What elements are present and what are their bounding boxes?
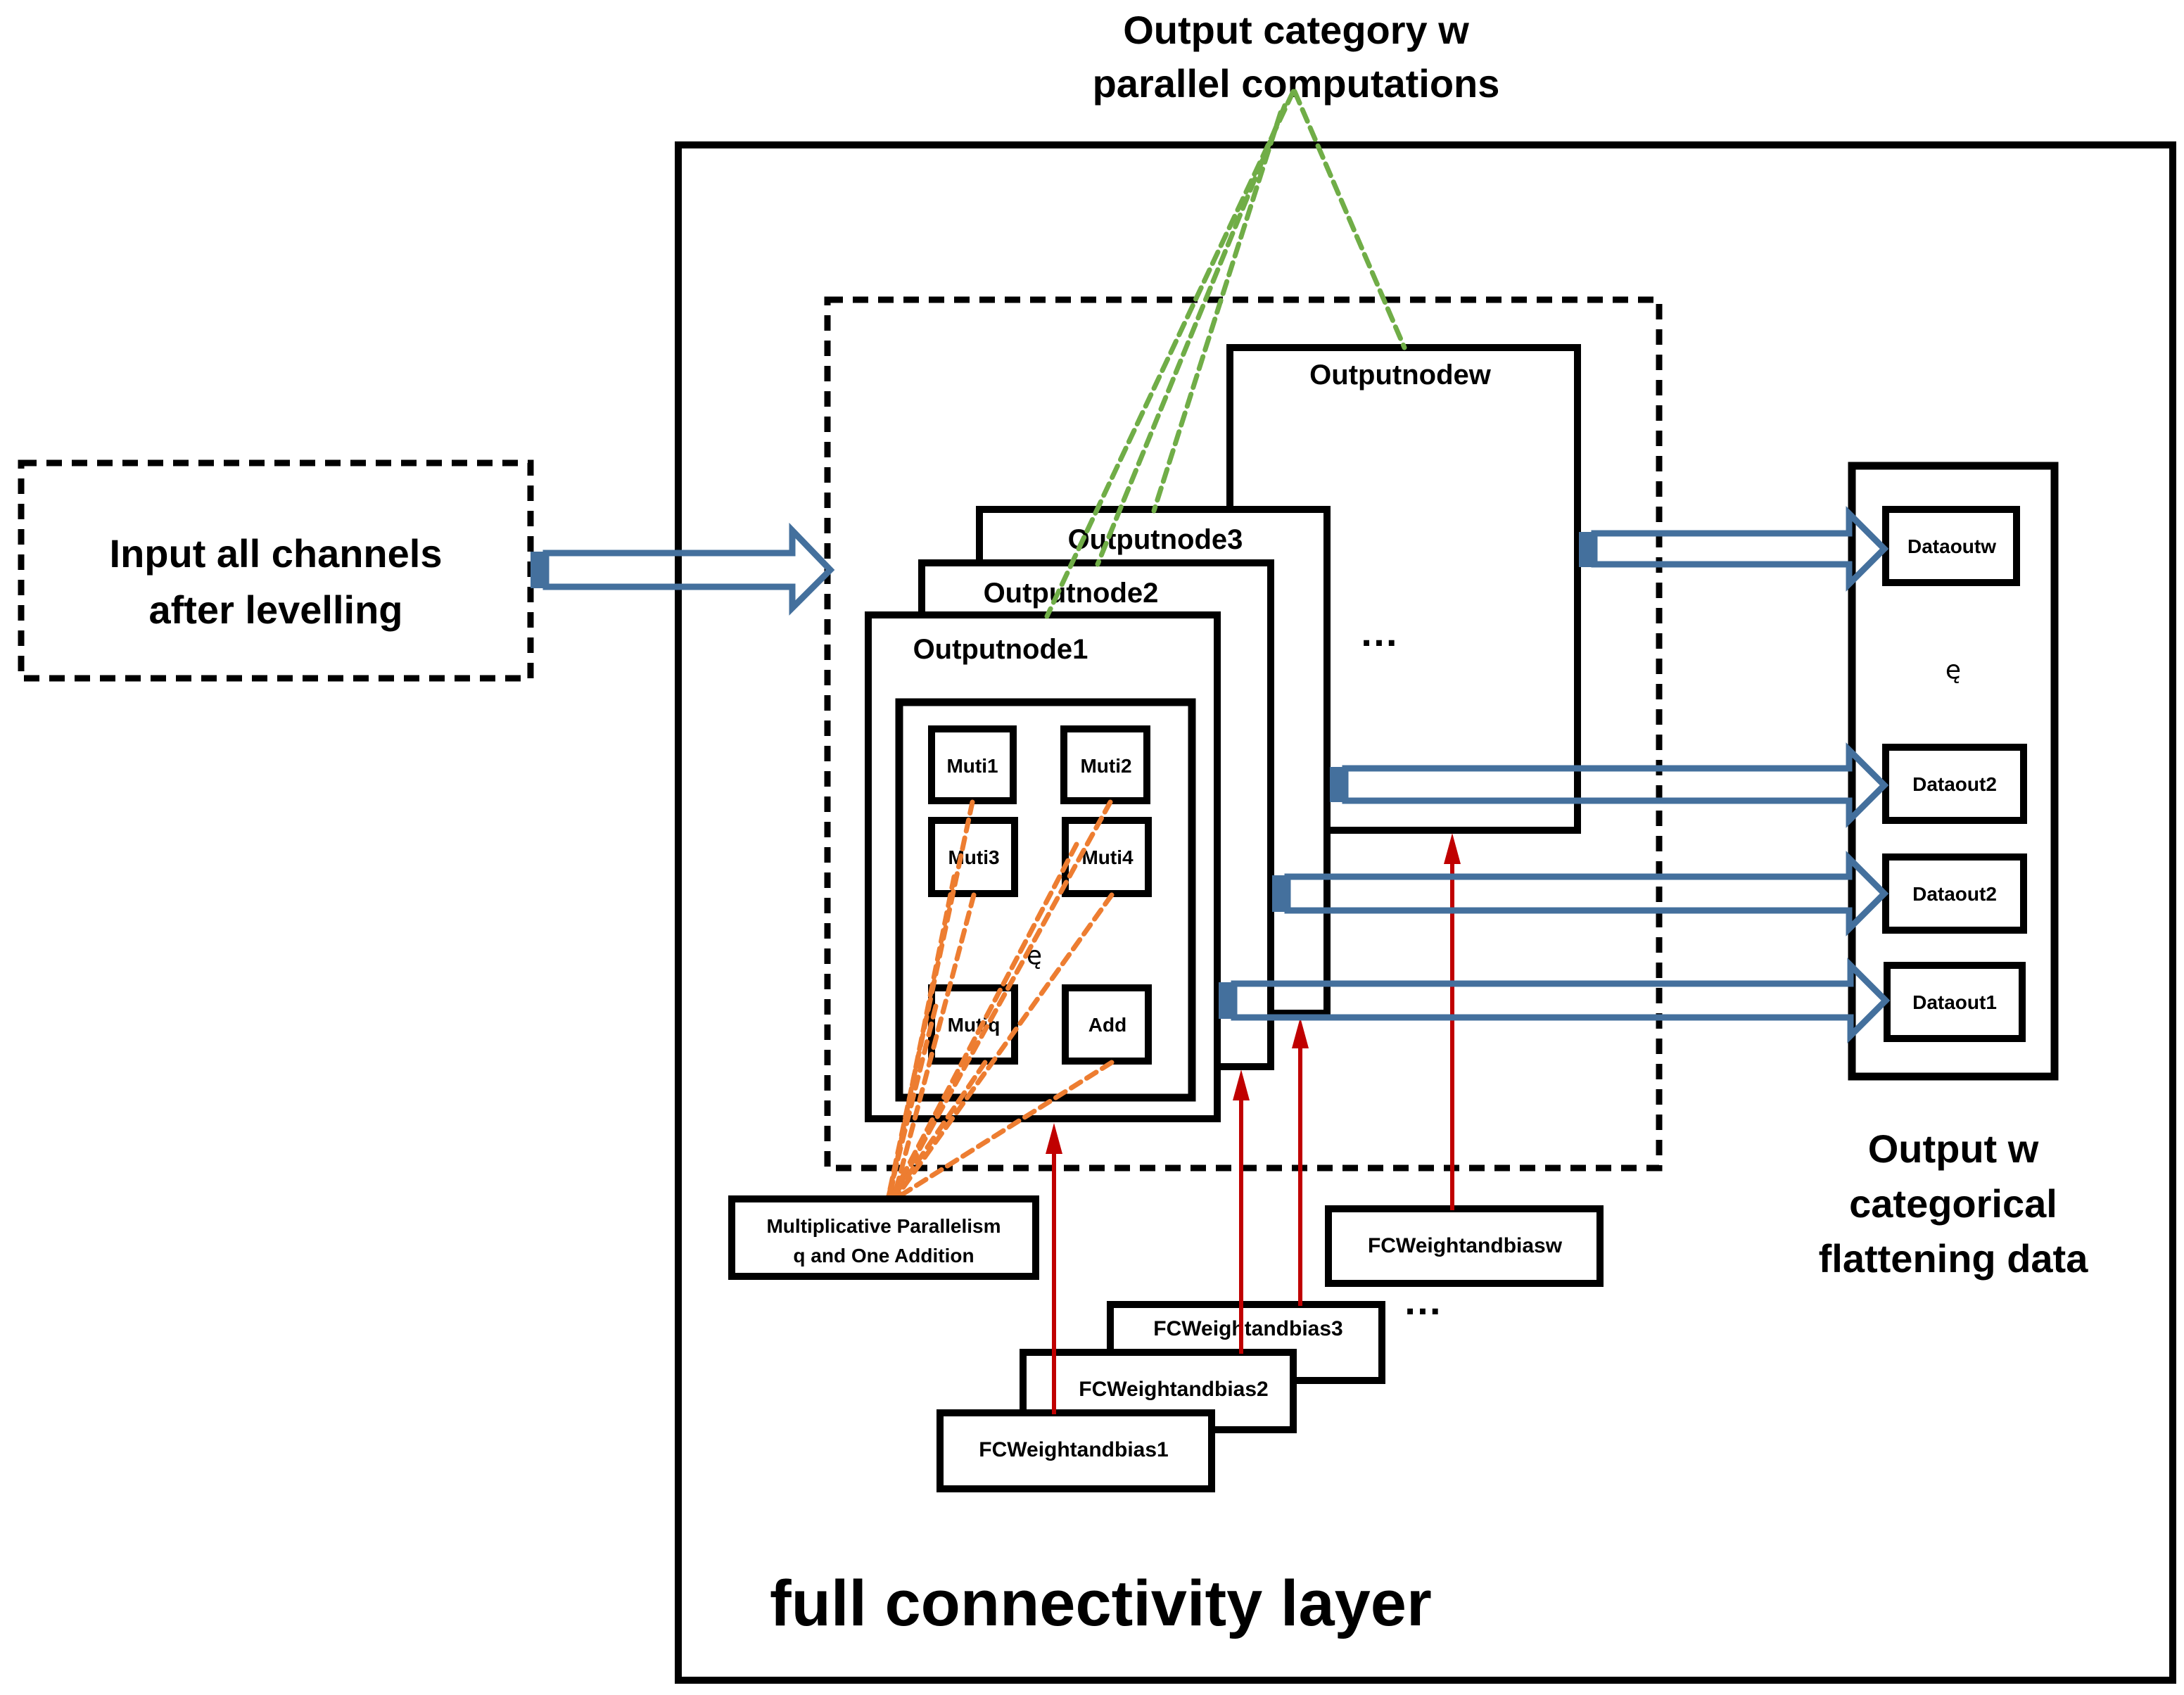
output-node-1-label: Outputnode1 xyxy=(913,634,1088,665)
muti3-box: Muti3 xyxy=(928,817,1018,897)
output-node-w-label: Outputnodew xyxy=(1309,360,1492,391)
muti1-label: Muti1 xyxy=(946,755,998,777)
arrow-to-dataout-2b xyxy=(1272,851,1889,937)
add-label: Add xyxy=(1088,1014,1126,1036)
green-connectors xyxy=(1044,89,1407,619)
muti1-box: Muti1 xyxy=(928,725,1017,804)
muti2-box: Muti2 xyxy=(1060,725,1150,804)
add-box: Add xyxy=(1062,984,1152,1065)
dataout-1-box: Dataout1 xyxy=(1884,962,2026,1042)
arrow-to-dataout-1 xyxy=(1219,958,1891,1043)
output-arrows xyxy=(1219,506,1891,1043)
fc-weight-1-label: FCWeightandbias1 xyxy=(979,1438,1168,1461)
dataout-w-label: Dataoutw xyxy=(1907,535,1996,557)
dataout-2a-box: Dataout2 xyxy=(1882,744,2027,824)
dataout-ellipsis: ę xyxy=(1945,656,1961,685)
multiplicative-line-2: q and One Addition xyxy=(793,1245,974,1267)
dataout-1-label: Dataout1 xyxy=(1912,991,1997,1013)
weight-arrows xyxy=(1046,833,1461,1414)
fc-weight-w-label: FCWeightandbiasw xyxy=(1368,1234,1563,1257)
nodes-ellipsis: … xyxy=(1359,610,1399,654)
fc-weight-w: FCWeightandbiasw xyxy=(1325,1205,1604,1287)
output-caption-line-3: flattening data xyxy=(1819,1236,2089,1281)
arrow-to-dataout-w xyxy=(1579,506,1889,592)
muti4-label: Muti4 xyxy=(1081,846,1134,868)
dataout-2a-label: Dataout2 xyxy=(1912,773,1997,795)
input-line-2: after levelling xyxy=(148,588,402,632)
layer-label: full connectivity layer xyxy=(770,1568,1432,1639)
multiplicative-box: Multiplicative Parallelism q and One Add… xyxy=(728,1195,1039,1280)
dataout-2b-box: Dataout2 xyxy=(1882,853,2027,934)
arrow-to-dataout-2a xyxy=(1330,742,1889,828)
fc-weight-3-label: FCWeightandbias3 xyxy=(1153,1317,1342,1340)
output-node-3-label: Outputnode3 xyxy=(1068,524,1243,555)
orange-connectors xyxy=(885,799,1115,1202)
dataout-2b-label: Dataout2 xyxy=(1912,883,1997,905)
output-caption-line-1: Output w xyxy=(1868,1126,2039,1171)
fc-weight-2-label: FCWeightandbias2 xyxy=(1079,1378,1268,1401)
dataout-w-box: Dataoutw xyxy=(1882,506,2020,586)
muti3-label: Muti3 xyxy=(948,846,999,868)
muti2-label: Muti2 xyxy=(1080,755,1131,777)
title-line-1: Output category w xyxy=(1123,8,1469,52)
output-node-2-label: Outputnode2 xyxy=(984,578,1159,609)
output-caption-line-2: categorical xyxy=(1849,1181,2057,1226)
weights-ellipsis: … xyxy=(1403,1278,1442,1323)
input-line-1: Input all channels xyxy=(110,531,443,576)
input-arrow xyxy=(531,522,835,616)
multiplicative-line-1: Multiplicative Parallelism xyxy=(766,1215,1001,1237)
fc-layer-frame xyxy=(675,141,2176,1684)
fc-weight-1: FCWeightandbias1 xyxy=(937,1409,1215,1492)
